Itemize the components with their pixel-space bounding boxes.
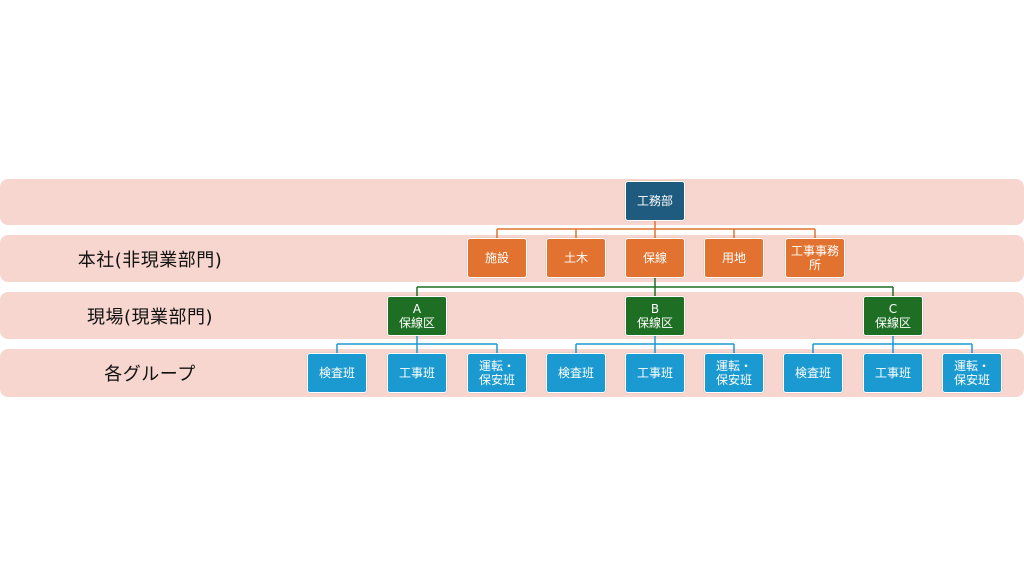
site-connectors xyxy=(416,278,894,296)
node-group-construction[interactable]: 工事班 xyxy=(625,353,685,393)
node-hq-construction-office[interactable]: 工事事務 所 xyxy=(785,238,845,278)
hq-connectors xyxy=(496,221,816,238)
node-group-inspection[interactable]: 検査班 xyxy=(307,353,367,393)
node-hq-land[interactable]: 用地 xyxy=(704,238,764,278)
node-group-construction[interactable]: 工事班 xyxy=(387,353,447,393)
node-hq-facilities[interactable]: 施設 xyxy=(467,238,527,278)
node-hq-civil[interactable]: 土木 xyxy=(546,238,606,278)
node-group-inspection[interactable]: 検査班 xyxy=(783,353,843,393)
node-site-b[interactable]: B 保線区 xyxy=(625,296,685,336)
node-group-operation-safety[interactable]: 運転・ 保安班 xyxy=(942,353,1002,393)
node-group-operation-safety[interactable]: 運転・ 保安班 xyxy=(704,353,764,393)
node-group-inspection[interactable]: 検査班 xyxy=(546,353,606,393)
band-field: 現場(現業部門) xyxy=(0,292,1024,339)
node-group-construction[interactable]: 工事班 xyxy=(863,353,923,393)
band-label: 現場(現業部門) xyxy=(86,306,214,328)
node-site-c[interactable]: C 保線区 xyxy=(863,296,923,336)
band-label: 本社(非現業部門) xyxy=(77,249,223,271)
node-site-a[interactable]: A 保線区 xyxy=(387,296,447,336)
node-construction-department[interactable]: 工務部 xyxy=(625,181,685,221)
band-top xyxy=(0,179,1024,225)
node-hq-track[interactable]: 保線 xyxy=(625,238,685,278)
group-connectors xyxy=(336,336,973,353)
band-label: 各グループ xyxy=(104,364,196,385)
node-group-operation-safety[interactable]: 運転・ 保安班 xyxy=(467,353,527,393)
